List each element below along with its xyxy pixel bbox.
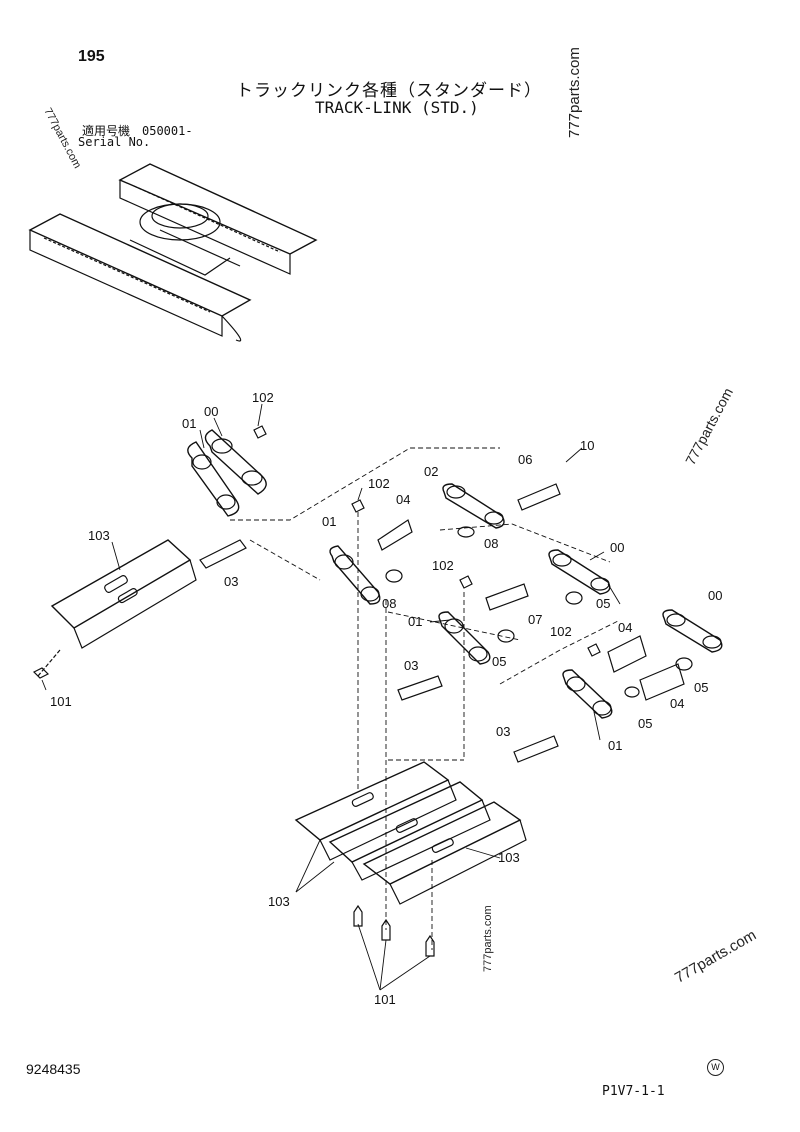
callout-101: 101 bbox=[374, 992, 396, 1007]
sheet-code: P1V7-1-1 bbox=[602, 1084, 665, 1099]
callout-102: 102 bbox=[550, 624, 572, 639]
callout-102: 102 bbox=[368, 476, 390, 491]
callout-102: 102 bbox=[432, 558, 454, 573]
callout-05: 05 bbox=[694, 680, 708, 695]
callout-07: 07 bbox=[528, 612, 542, 627]
callout-103: 103 bbox=[88, 528, 110, 543]
assembly-dashed-lines bbox=[230, 447, 621, 950]
callout-101: 101 bbox=[50, 694, 72, 709]
page-number: 195 bbox=[78, 48, 105, 65]
callout-05: 05 bbox=[492, 654, 506, 669]
callout-03: 03 bbox=[404, 658, 418, 673]
callout-05: 05 bbox=[596, 596, 610, 611]
callout-103: 103 bbox=[268, 894, 290, 909]
serial-label-english: Serial No. bbox=[78, 135, 151, 149]
callout-102: 102 bbox=[252, 390, 274, 405]
callout-03: 03 bbox=[496, 724, 510, 739]
serial-label-japanese: 適用号機 050001- bbox=[82, 124, 193, 138]
document-number: 9248435 bbox=[26, 1061, 81, 1077]
callout-01: 01 bbox=[408, 614, 422, 629]
callout-06: 06 bbox=[518, 452, 532, 467]
callout-04: 04 bbox=[670, 696, 684, 711]
callout-00: 00 bbox=[708, 588, 722, 603]
shoe-plate-left bbox=[32, 539, 197, 679]
undercarriage-illustration bbox=[28, 163, 318, 342]
callout-01: 01 bbox=[182, 416, 196, 431]
callout-01: 01 bbox=[608, 738, 622, 753]
w-mark-symbol: W bbox=[707, 1059, 724, 1076]
callout-103: 103 bbox=[498, 850, 520, 865]
title-english: TRACK-LINK (STD.) bbox=[315, 98, 479, 117]
leader-lines bbox=[41, 403, 621, 991]
track-link-center bbox=[329, 483, 723, 763]
callout-02: 02 bbox=[424, 464, 438, 479]
track-link-pair-left bbox=[187, 425, 267, 569]
callout-05: 05 bbox=[638, 716, 652, 731]
callout-04: 04 bbox=[396, 492, 410, 507]
callout-01: 01 bbox=[322, 514, 336, 529]
title-japanese: トラックリンク各種（スタンダード） bbox=[236, 81, 542, 101]
callout-03: 03 bbox=[224, 574, 238, 589]
callout-08: 08 bbox=[382, 596, 396, 611]
callout-00: 00 bbox=[610, 540, 624, 555]
callout-08: 08 bbox=[484, 536, 498, 551]
callout-04: 04 bbox=[618, 620, 632, 635]
callouts: 00 01 102 103 03 101 02 06 10 102 04 01 … bbox=[50, 390, 722, 1007]
callout-10: 10 bbox=[580, 438, 594, 453]
shoe-plates-stack bbox=[294, 761, 527, 957]
callout-00: 00 bbox=[204, 404, 218, 419]
